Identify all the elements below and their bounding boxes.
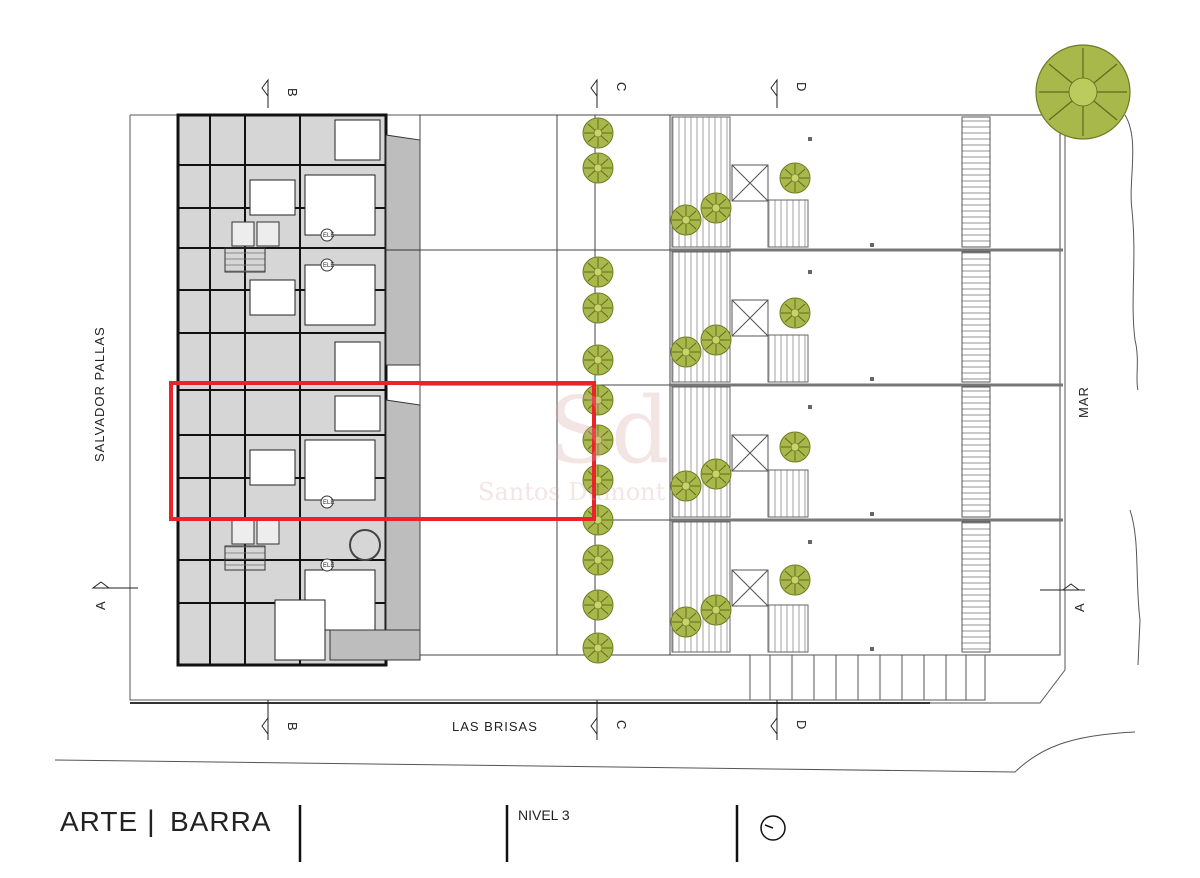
elevator-tags: ELE ELE ELE ELE (320, 228, 334, 572)
section-markers (91, 78, 1085, 740)
section-label-b-top: B (285, 88, 300, 97)
section-label-d-top: D (794, 82, 809, 91)
large-tree (1035, 44, 1131, 140)
section-label-b-bottom: B (285, 722, 300, 731)
highlighted-unit (169, 381, 596, 521)
elevator-label: ELE (323, 563, 334, 569)
townhouse-row (669, 114, 1063, 701)
project-title: ARTE (60, 806, 138, 837)
north-arrow-icon (760, 815, 786, 841)
section-label-c-top: C (614, 82, 629, 91)
section-label-a-right: A (1072, 603, 1087, 612)
residential-building: ELE ELE ELE ELE (176, 113, 388, 667)
street-label-bottom: LAS BRISAS (452, 719, 538, 734)
street-label-left: SALVADOR PALLAS (92, 326, 107, 462)
parking-strip (749, 654, 986, 701)
title-block (298, 805, 786, 862)
balconies (329, 134, 421, 661)
watermark: Sd Santos Dumont (478, 377, 670, 506)
elevator-label: ELE (323, 263, 334, 269)
level-label: NIVEL 3 (518, 807, 570, 823)
project-subtitle: BARRA (170, 806, 271, 837)
section-label-a-left: A (93, 601, 108, 610)
elevator-label: ELE (323, 500, 334, 506)
watermark-brand: Santos Dumont (478, 478, 666, 506)
elevator-label: ELE (323, 233, 334, 239)
street-label-right: MAR (1076, 386, 1091, 418)
section-label-c-bottom: C (614, 720, 629, 729)
section-label-d-bottom: D (794, 720, 809, 729)
watermark-monogram: Sd (548, 377, 670, 484)
title-separator: | (147, 805, 155, 838)
